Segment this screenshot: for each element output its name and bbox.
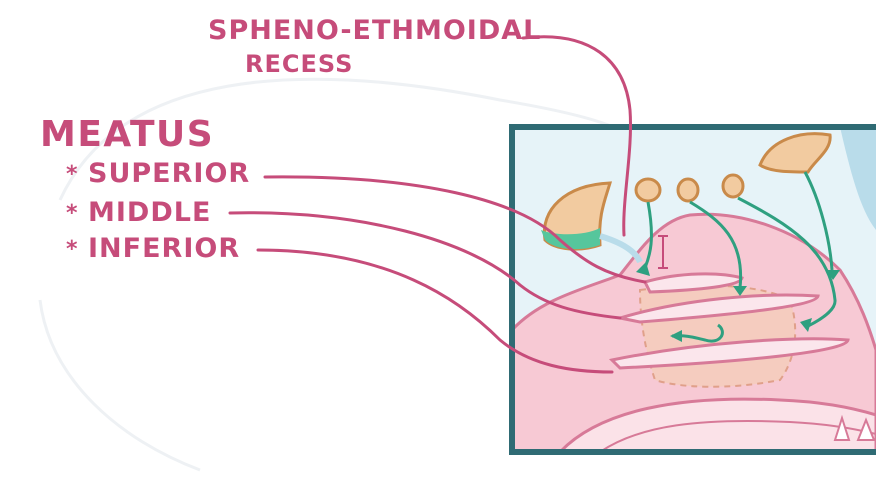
ethmoid-cell — [676, 177, 700, 203]
arrowhead — [800, 318, 812, 332]
arrowhead — [670, 330, 682, 342]
meatus-title: Meatus — [40, 114, 215, 155]
meatus-item-inferior: * Inferior — [66, 235, 240, 262]
meatus-item-label: Superior — [88, 158, 251, 189]
meatus-item-label: Inferior — [88, 233, 241, 264]
inset-content — [512, 127, 876, 452]
recess-label-line1: Spheno-ethmoidal — [208, 15, 542, 46]
sinus-drainage-arrow — [671, 323, 724, 343]
pointer-lines — [228, 35, 647, 374]
meatus-item-middle: * Middle — [66, 199, 211, 226]
drainage-arrow — [689, 200, 743, 289]
ethmoid-cell — [721, 173, 745, 199]
sinus-edge — [840, 127, 876, 230]
inferior-pointer — [256, 248, 614, 374]
drainage-arrow — [737, 196, 837, 328]
arrowheads — [636, 262, 840, 342]
recess-label-line2: Recess — [245, 50, 354, 78]
palate — [557, 397, 876, 452]
meatus-item-label: Middle — [88, 197, 212, 228]
palate-line — [599, 419, 876, 452]
asterisk-icon: * — [66, 161, 79, 187]
middle-turbinate — [619, 293, 820, 324]
ethmoid-cell — [634, 177, 662, 203]
arrowhead — [636, 262, 650, 276]
asterisk-icon: * — [66, 236, 79, 262]
middle-pointer — [228, 211, 622, 320]
neck-outline — [38, 299, 201, 472]
sinus-fluid — [541, 228, 600, 250]
superior-pointer — [263, 175, 647, 284]
drainage-arrow — [803, 171, 834, 271]
meatus-item-superior: * Superior — [66, 160, 250, 187]
recess-marker — [658, 235, 668, 269]
inferior-turbinate — [608, 337, 850, 370]
inset-frame — [509, 124, 876, 455]
asterisk-icon: * — [66, 200, 79, 226]
head-outline — [58, 77, 621, 201]
sphenoid-sinus — [758, 132, 832, 174]
drainage-duct — [599, 233, 643, 264]
tooth — [833, 414, 851, 441]
recess-pointer — [521, 35, 632, 237]
tooth — [856, 417, 876, 441]
arrowhead — [733, 286, 747, 296]
arrowhead — [826, 270, 840, 280]
